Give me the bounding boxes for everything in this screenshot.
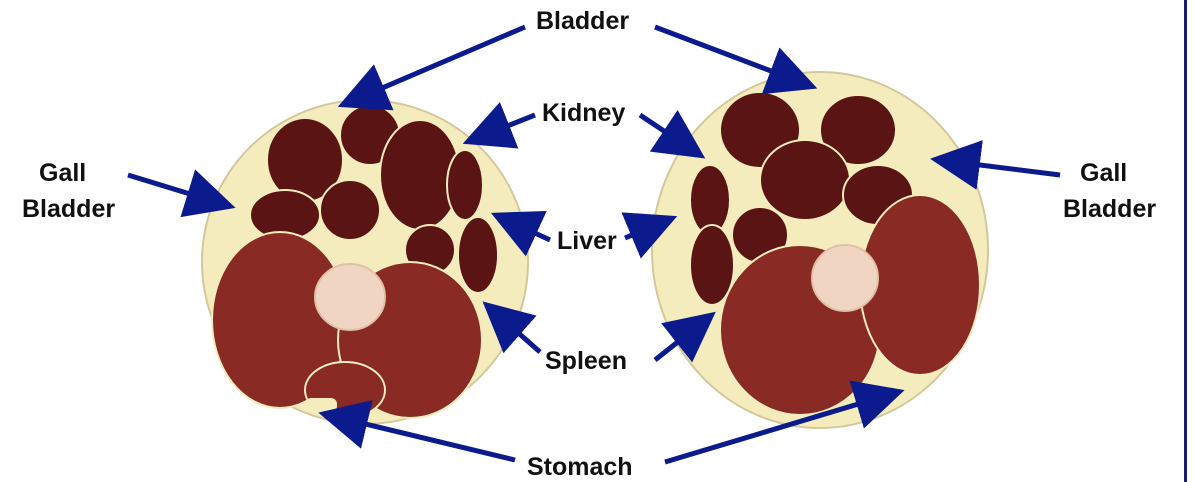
gall-bladder-left-arrow — [128, 175, 226, 205]
kidney-label: Kidney — [542, 98, 625, 128]
gall-bladder-left-line2: Bladder — [22, 191, 115, 227]
gall-bladder-right-label: Gall Bladder — [1063, 155, 1156, 227]
right-cross-section — [652, 72, 988, 428]
left-bone — [315, 264, 385, 330]
gall-bladder-left-label: Gall Bladder — [22, 155, 115, 227]
gall-bladder-right-line2: Bladder — [1063, 191, 1156, 227]
liver-label: Liver — [557, 226, 617, 256]
stomach-left-arrow — [328, 415, 515, 460]
bladder-left-arrow — [347, 27, 525, 103]
bladder-right-arrow — [655, 27, 808, 85]
kidney-left-arrow — [472, 115, 535, 140]
stomach-label: Stomach — [527, 452, 633, 482]
gall-bladder-left-line1: Gall — [22, 155, 115, 191]
kidney-right-arrow — [640, 115, 697, 153]
gall-bladder-right-line1: Gall — [1063, 155, 1156, 191]
spleen-label: Spleen — [545, 346, 627, 376]
right-frame-border — [1184, 0, 1187, 482]
bladder-label: Bladder — [536, 6, 629, 36]
left-stomach-region — [305, 398, 337, 412]
left-cross-section — [202, 100, 528, 424]
right-bone — [812, 245, 878, 311]
